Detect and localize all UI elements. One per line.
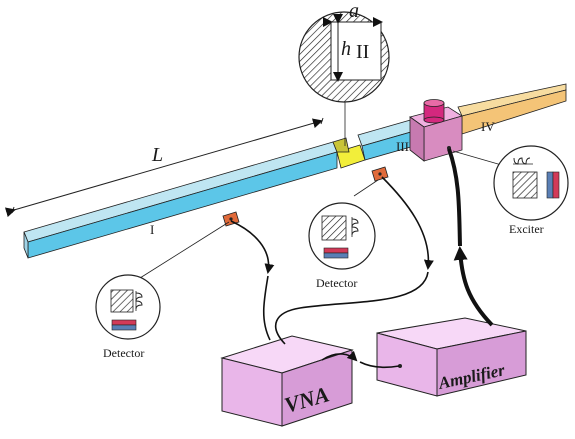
beam-end-face <box>23 231 29 259</box>
detector-mid-callout: Detector <box>308 179 379 290</box>
width-label: a <box>349 0 359 22</box>
length-label: L <box>151 144 163 166</box>
exciter-block <box>409 99 463 162</box>
section-2-label: II <box>356 41 369 63</box>
slot-callout: a h II <box>298 0 390 146</box>
exciter-callout: Exciter <box>452 145 569 236</box>
section-4-label: IV <box>481 119 495 134</box>
detector-mid-label: Detector <box>316 276 357 290</box>
exciter-label: Exciter <box>509 222 544 236</box>
section-3-label: III <box>396 139 409 154</box>
cables <box>230 148 494 368</box>
beam-front-face <box>27 151 338 259</box>
detector-left-callout: Detector <box>95 221 230 360</box>
vna-box: VNA <box>220 335 354 427</box>
cable-vna-amplifier <box>321 350 358 362</box>
beam-top-face <box>23 141 338 243</box>
detector-left-label: Detector <box>103 346 144 360</box>
section-1-label: I <box>150 222 154 237</box>
cable-amplifier-exciter <box>453 246 494 327</box>
cable-detector-mid <box>381 176 434 270</box>
amplifier-box: Amplifier <box>376 317 527 397</box>
cable-detector-left <box>230 220 275 274</box>
sensor-mid <box>371 166 389 182</box>
exciter-magnet <box>423 99 445 124</box>
beam <box>23 83 567 259</box>
length-dimension: L <box>4 117 324 218</box>
height-label: h <box>341 38 351 60</box>
